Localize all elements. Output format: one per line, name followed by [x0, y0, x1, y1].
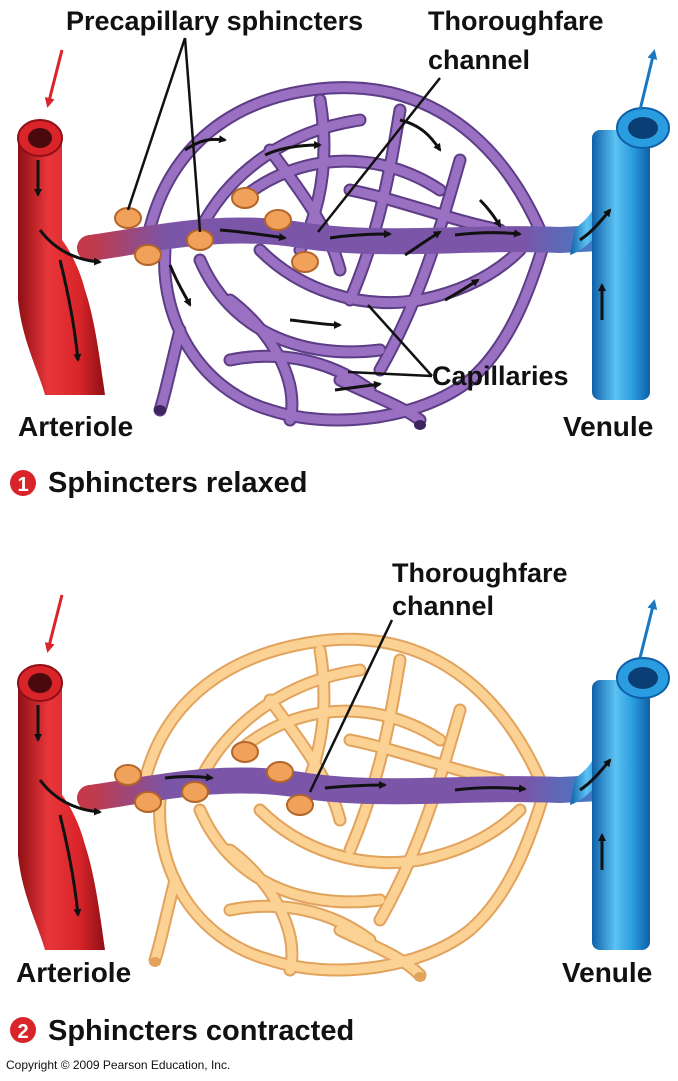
sphincter	[232, 188, 258, 208]
outflow-arrow	[640, 602, 654, 658]
sphincter	[115, 765, 141, 785]
step-number: 1	[17, 474, 28, 496]
copyright-notice: Copyright © 2009 Pearson Education, Inc.	[6, 1058, 230, 1072]
sphincter	[187, 230, 213, 250]
panel-caption: Sphincters contracted	[48, 1015, 354, 1047]
inflow-arrow	[48, 595, 62, 650]
thoroughfare-label-line2: channel	[428, 45, 530, 75]
sphincter	[265, 210, 291, 230]
venule-tube	[592, 130, 650, 400]
capillary-network-collapsed	[145, 639, 545, 982]
sphincter	[287, 795, 313, 815]
outflow-arrow	[640, 52, 654, 110]
sphincter	[292, 252, 318, 272]
venule-tube	[592, 680, 650, 950]
venule-label: Venule	[562, 957, 652, 988]
panel-sphincters-contracted: Thoroughfare channel Arteriole Venule 2 …	[10, 558, 669, 1047]
thoroughfare-label-line1: Thoroughfare	[428, 6, 604, 36]
step-number: 2	[17, 1021, 28, 1043]
arteriole-label: Arteriole	[16, 957, 131, 988]
sphincter	[232, 742, 258, 762]
thoroughfare-label-line2: channel	[392, 591, 494, 621]
capillaries-label: Capillaries	[432, 361, 569, 391]
sphincter	[267, 762, 293, 782]
panel-caption: Sphincters relaxed	[48, 467, 308, 499]
sphincter	[135, 792, 161, 812]
sphincter	[182, 782, 208, 802]
inflow-arrow	[48, 50, 62, 105]
sphincter	[135, 245, 161, 265]
arteriole-label: Arteriole	[18, 411, 133, 442]
precapillary-sphincters-label: Precapillary sphincters	[66, 6, 363, 36]
sphincter	[115, 208, 141, 228]
thoroughfare-channel	[90, 230, 600, 248]
venule-label: Venule	[563, 411, 653, 442]
panel-sphincters-relaxed: Precapillary sphincters Thoroughfare cha…	[10, 6, 669, 499]
thoroughfare-label-line1: Thoroughfare	[392, 558, 568, 588]
